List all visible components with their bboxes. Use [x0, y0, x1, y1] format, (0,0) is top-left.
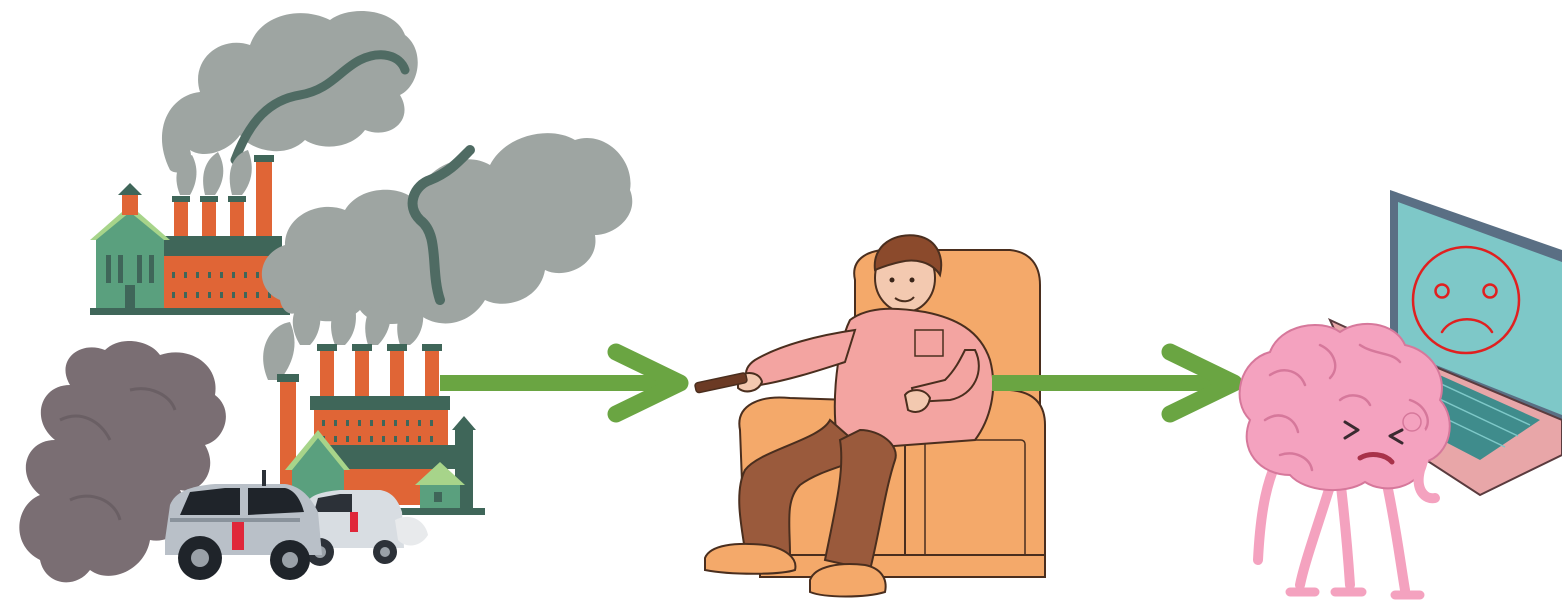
- brain-character: [1240, 324, 1450, 595]
- large-smoke-cloud: [262, 133, 632, 380]
- upper-smoke-plume: [162, 11, 418, 195]
- couch-person-icon: [695, 235, 1045, 596]
- lower-factory: [277, 344, 485, 515]
- sad-brain-laptop-icon: [1240, 190, 1562, 595]
- arrow-right-icon: [440, 352, 680, 414]
- factory-pollution-icon: [19, 11, 632, 582]
